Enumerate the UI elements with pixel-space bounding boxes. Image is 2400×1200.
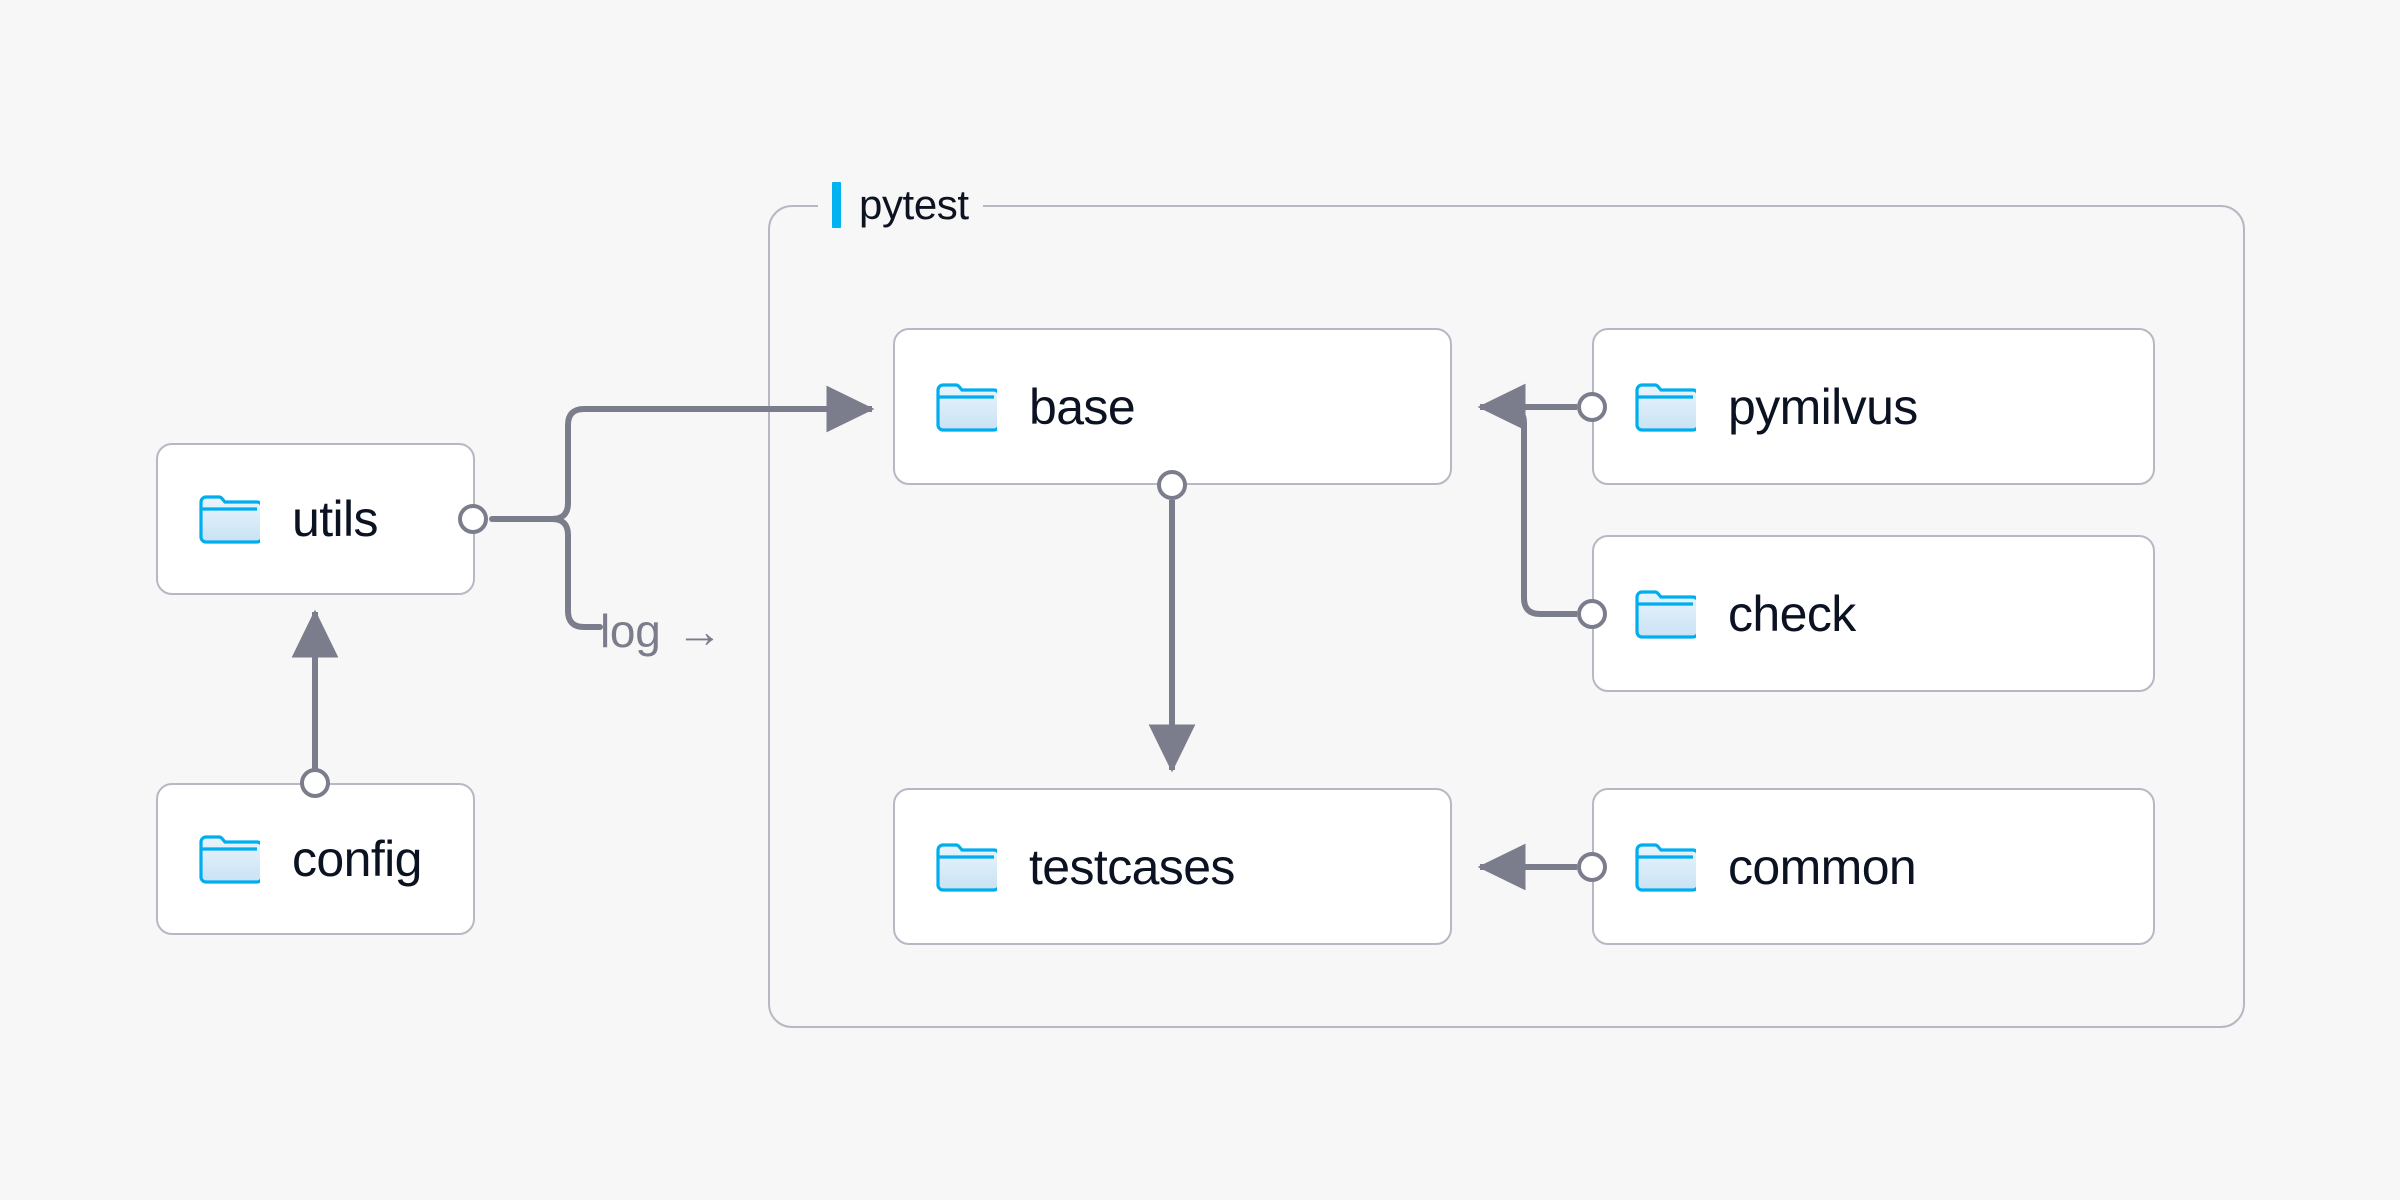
node-check[interactable]: check xyxy=(1592,535,2155,692)
port-base-bottom[interactable] xyxy=(1157,470,1187,500)
port-config-top[interactable] xyxy=(300,768,330,798)
node-label: config xyxy=(292,831,422,887)
node-label: common xyxy=(1728,838,1917,895)
port-utils-right[interactable] xyxy=(458,504,488,534)
node-label: pymilvus xyxy=(1728,378,1918,435)
node-common[interactable]: common xyxy=(1592,788,2155,945)
arrow-right-icon: → xyxy=(676,605,723,657)
folder-icon xyxy=(1634,587,1696,641)
port-pymilvus-left[interactable] xyxy=(1577,392,1607,422)
folder-icon xyxy=(935,380,997,434)
node-label: utils xyxy=(292,491,379,547)
node-config[interactable]: config xyxy=(156,783,475,935)
port-common-left[interactable] xyxy=(1577,852,1607,882)
edge-label-log: log → xyxy=(600,605,723,657)
folder-icon xyxy=(198,832,260,886)
edge-label-log-text: log xyxy=(600,605,661,657)
port-check-left[interactable] xyxy=(1577,599,1607,629)
folder-icon xyxy=(198,492,260,546)
edge-utils-to-log xyxy=(549,516,603,630)
node-pymilvus[interactable]: pymilvus xyxy=(1592,328,2155,485)
accent-bar-icon xyxy=(832,182,841,228)
group-label-pytest: pytest xyxy=(818,176,983,234)
folder-icon xyxy=(1634,380,1696,434)
node-testcases[interactable]: testcases xyxy=(893,788,1452,945)
node-base[interactable]: base xyxy=(893,328,1452,485)
folder-icon xyxy=(1634,840,1696,894)
node-label: testcases xyxy=(1029,838,1235,895)
group-title: pytest xyxy=(859,181,969,228)
node-label: base xyxy=(1029,378,1136,435)
group-container-pytest xyxy=(768,205,2245,1028)
node-label: check xyxy=(1728,585,1856,642)
node-utils[interactable]: utils xyxy=(156,443,475,595)
folder-icon xyxy=(935,840,997,894)
